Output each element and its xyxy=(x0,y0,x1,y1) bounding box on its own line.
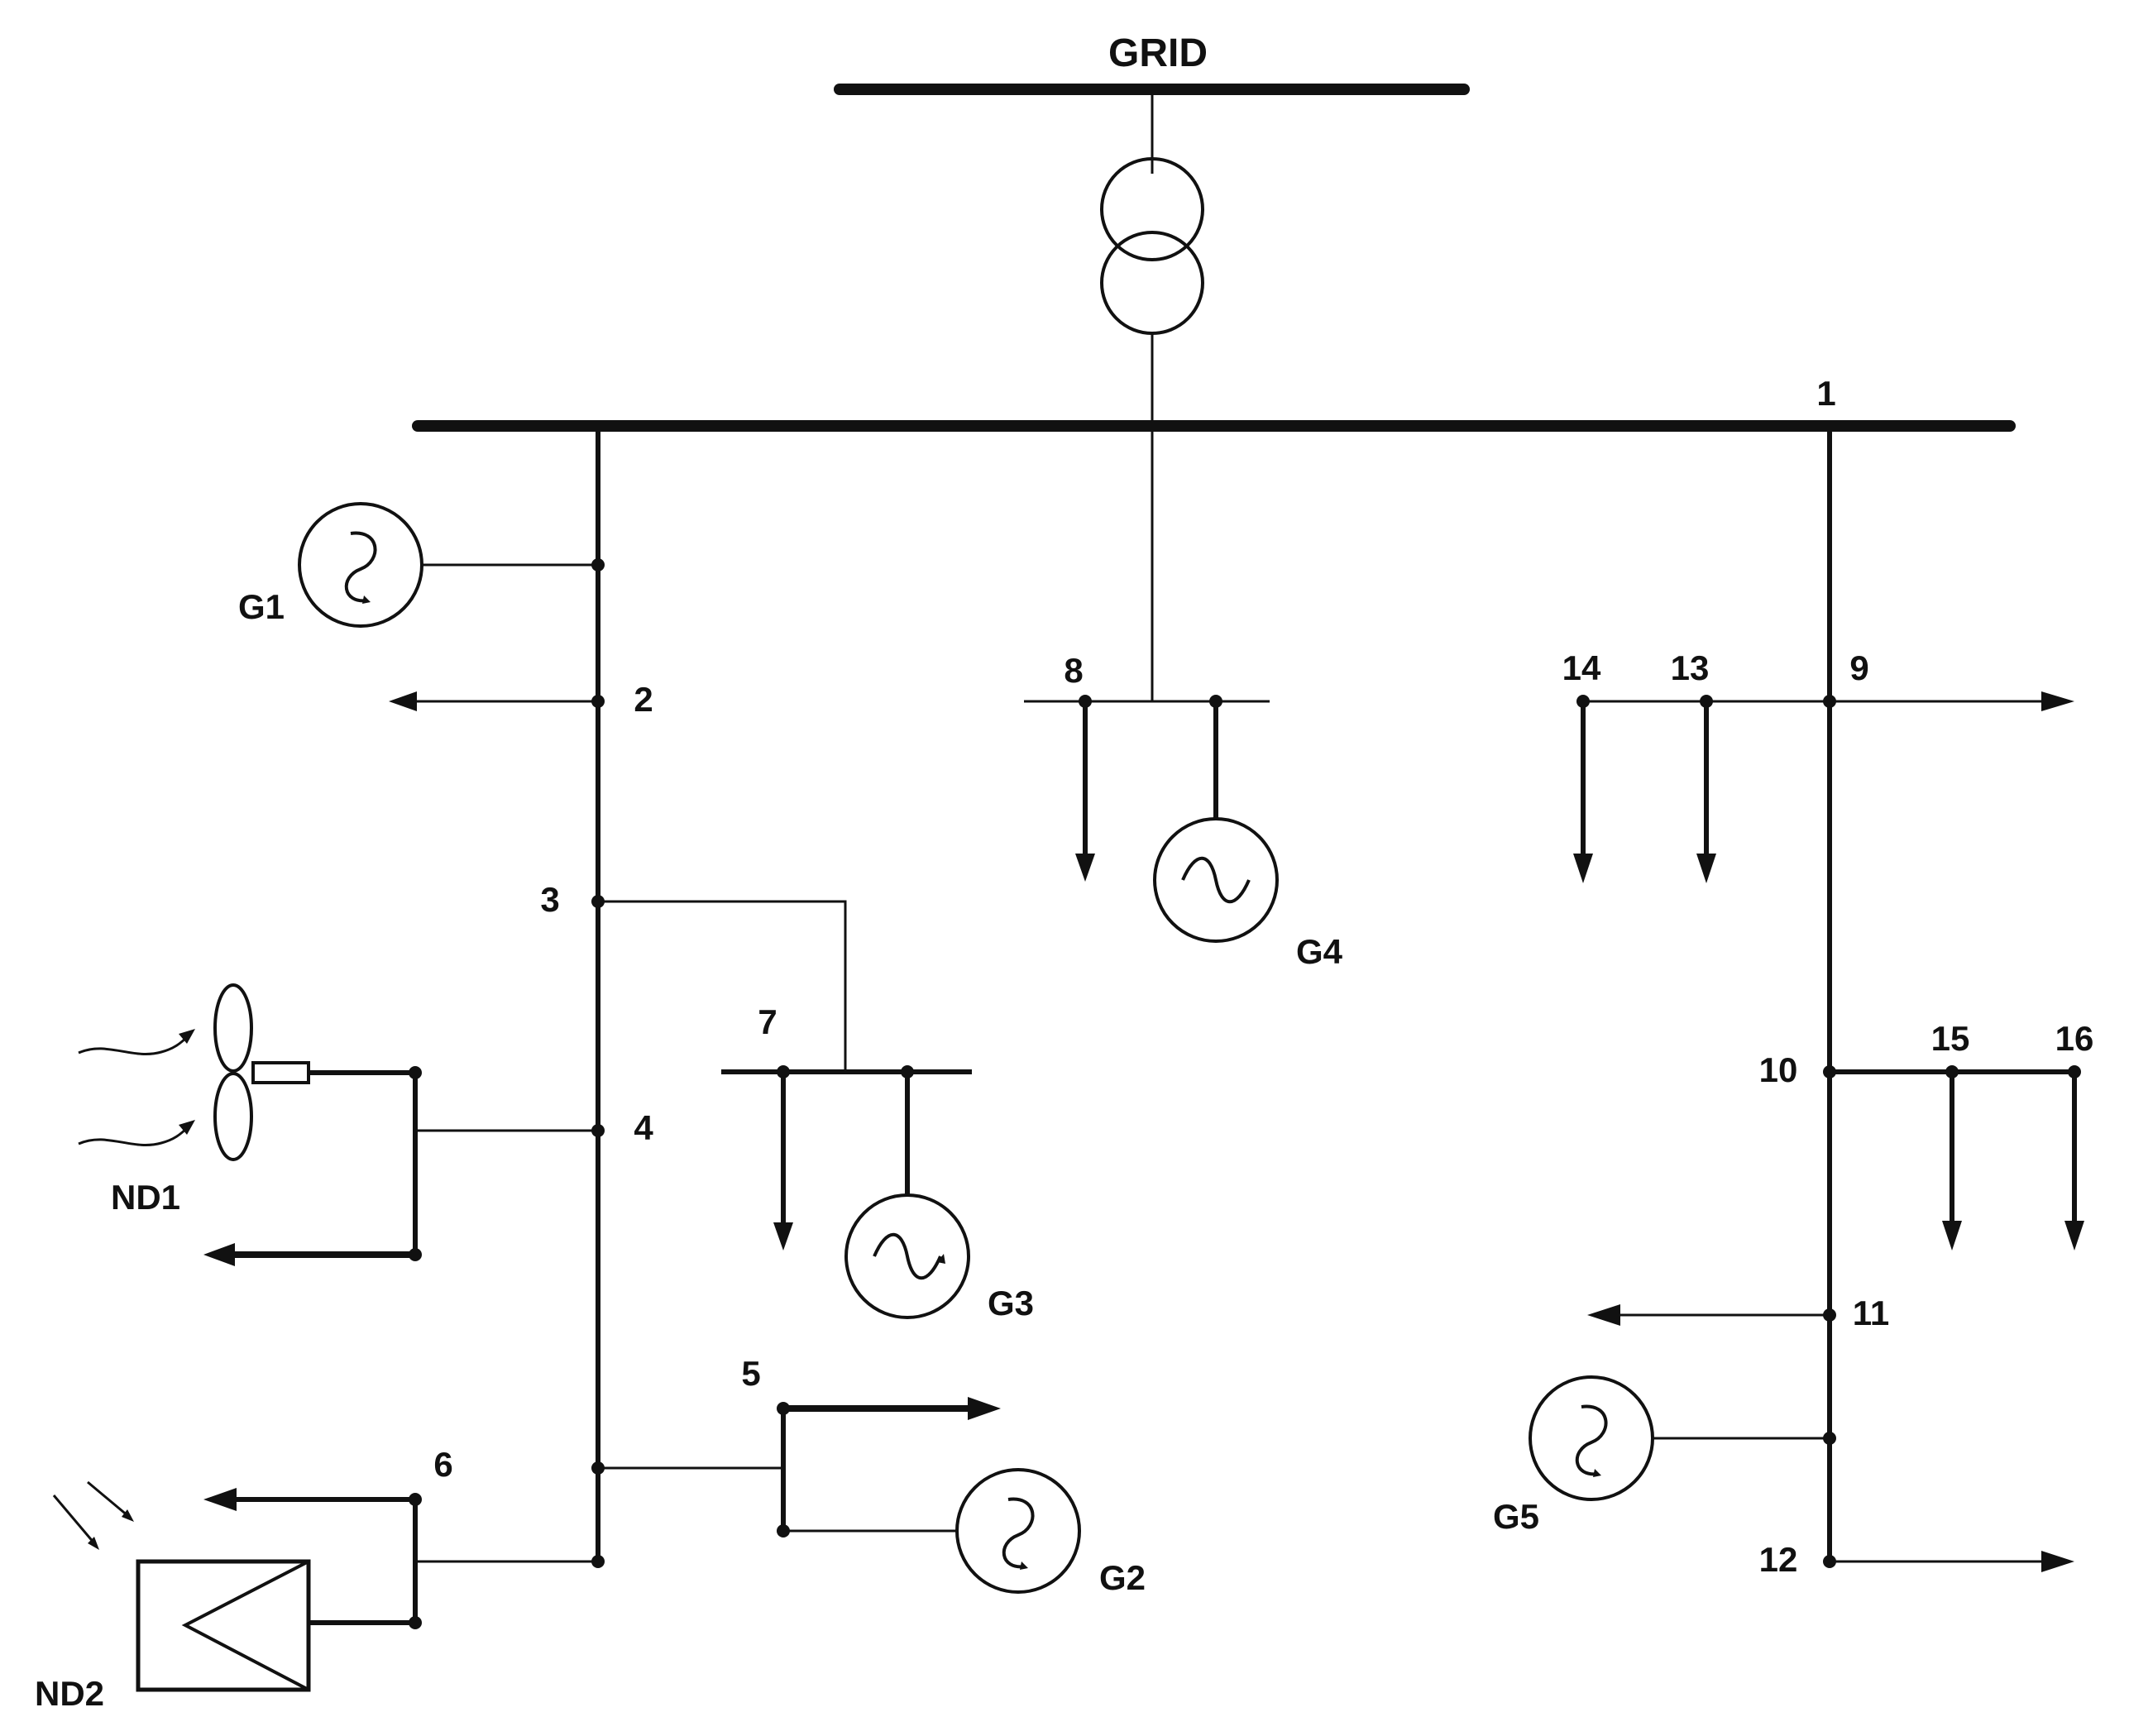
solar-panel-icon xyxy=(136,1559,311,1692)
sunlight-rays-icon xyxy=(52,1480,134,1550)
generator-label-g3: G3 xyxy=(988,1284,1034,1322)
node-2 xyxy=(591,695,605,708)
node-label-12: 12 xyxy=(1759,1540,1798,1579)
generator-g4-icon xyxy=(1153,817,1279,943)
node16-load-arrow xyxy=(2064,1221,2084,1251)
distributed-label-nd2: ND2 xyxy=(35,1674,104,1713)
node-9 xyxy=(1823,695,1836,708)
node-label-13: 13 xyxy=(1671,648,1710,687)
node-label-4: 4 xyxy=(634,1108,653,1147)
node-label-15: 15 xyxy=(1931,1019,1970,1058)
node-label-11: 11 xyxy=(1853,1294,1889,1332)
node-label-2: 2 xyxy=(634,680,653,719)
node2-load-arrow xyxy=(389,691,417,711)
node-label-14: 14 xyxy=(1562,648,1601,687)
generator-g3-icon xyxy=(844,1193,970,1319)
wind-arrows-icon xyxy=(78,1029,195,1147)
transformer-icon xyxy=(1100,157,1204,335)
node-10 xyxy=(1823,1065,1836,1078)
node-label-1: 1 xyxy=(1816,374,1835,413)
generator-label-g2: G2 xyxy=(1099,1558,1146,1597)
wind-turbine-icon xyxy=(213,983,310,1161)
generator-label-g4: G4 xyxy=(1296,932,1343,971)
node13-load-arrow xyxy=(1696,854,1716,883)
node-label-6: 6 xyxy=(433,1445,452,1484)
generator-g2-icon xyxy=(955,1468,1081,1594)
node-label-7: 7 xyxy=(758,1002,777,1041)
grid-label: GRID xyxy=(1108,31,1208,75)
node5-load-arrow xyxy=(968,1397,1001,1420)
node9-load-arrow xyxy=(2041,691,2074,711)
node15-load-arrow xyxy=(1942,1221,1962,1251)
node3-to-bus7-line xyxy=(598,900,847,1072)
node12-load-arrow xyxy=(2041,1551,2074,1572)
g1-junction-node xyxy=(591,558,605,571)
node6-load-arrow xyxy=(203,1488,237,1511)
node-label-9: 9 xyxy=(1849,648,1868,687)
generator-label-g5: G5 xyxy=(1493,1497,1539,1536)
generator-label-g1: G1 xyxy=(238,587,285,626)
node-label-3: 3 xyxy=(540,880,559,919)
node-label-8: 8 xyxy=(1064,651,1083,690)
node-label-10: 10 xyxy=(1759,1050,1798,1089)
generator-g1-icon xyxy=(298,502,423,628)
nd1-load-arrow xyxy=(203,1243,235,1266)
generator-g5-icon xyxy=(1529,1375,1654,1501)
node8-load-arrow xyxy=(1075,854,1095,882)
bus7-load-arrow xyxy=(773,1222,793,1251)
node14-load-arrow xyxy=(1573,854,1593,883)
node11-load-arrow xyxy=(1587,1304,1620,1326)
node-label-5: 5 xyxy=(741,1354,760,1393)
node-label-16: 16 xyxy=(2055,1019,2094,1058)
distributed-label-nd1: ND1 xyxy=(111,1178,180,1217)
